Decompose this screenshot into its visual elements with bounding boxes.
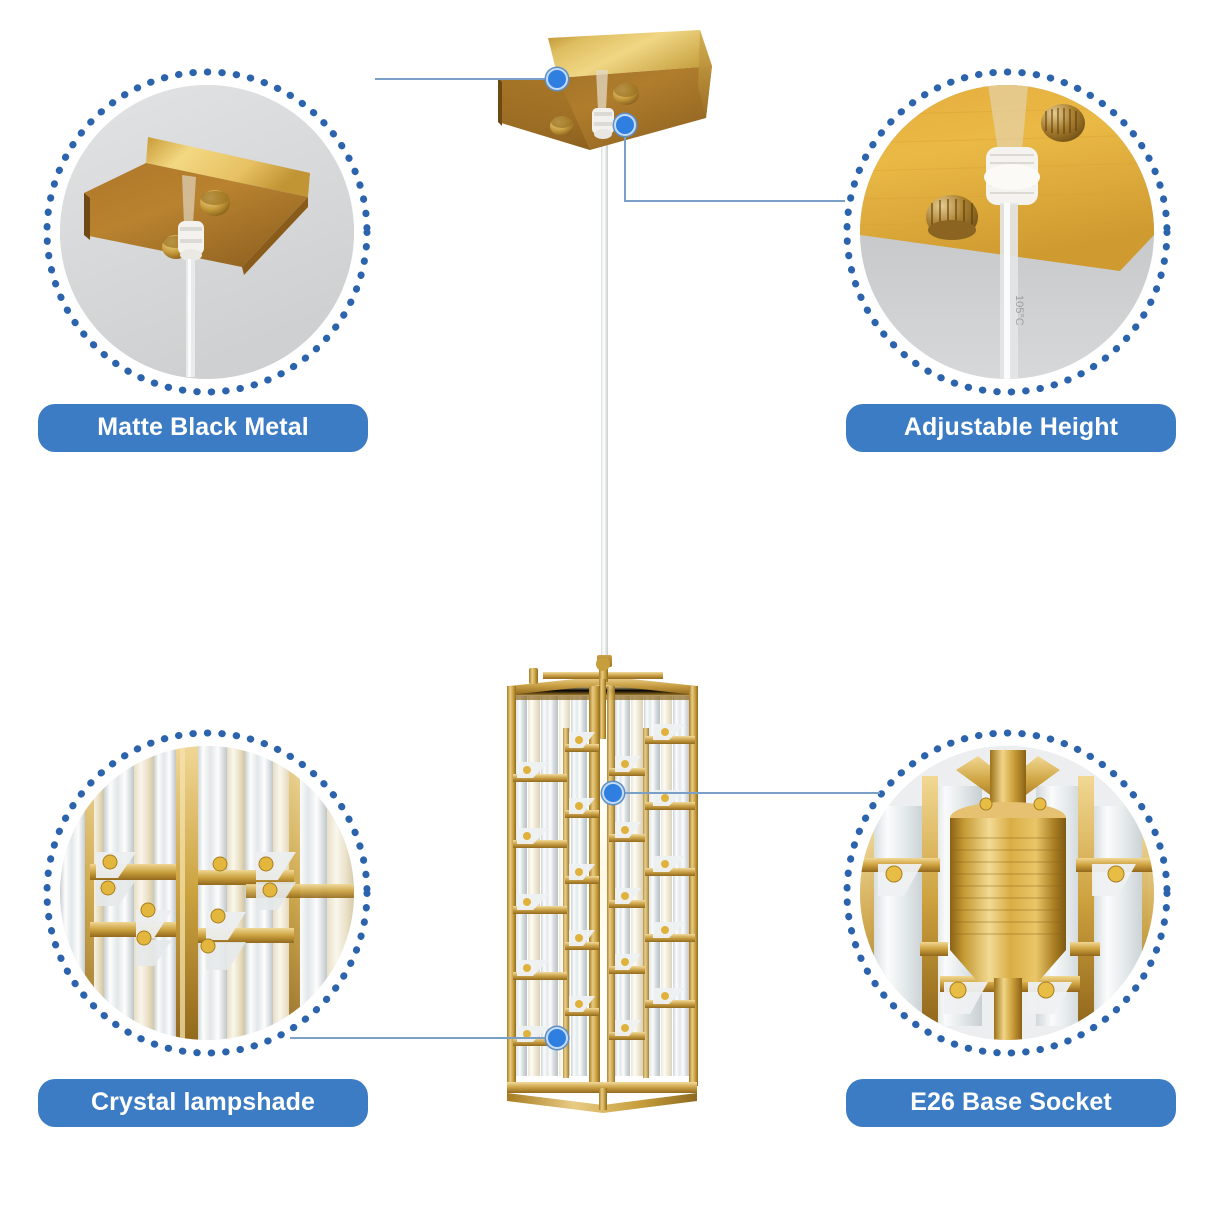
detail-photo-matte-black-metal <box>60 85 354 379</box>
detail-circle-e26-base-socket <box>839 725 1175 1061</box>
marker-dot-matte-black-metal[interactable] <box>546 68 568 90</box>
suspension-cord <box>601 143 608 663</box>
marker-dot-crystal-lampshade[interactable] <box>546 1027 568 1049</box>
crystal-shade <box>507 658 698 1113</box>
dotted-ring-crystal-lampshade <box>43 729 371 1057</box>
detail-circle-matte-black-metal <box>39 64 375 400</box>
dotted-ring-adjustable-height <box>843 68 1171 396</box>
badge-label: E26 Base Socket <box>910 1087 1112 1116</box>
marker-dot-e26-base-socket[interactable] <box>602 782 624 804</box>
badge-label: Crystal lampshade <box>90 1087 315 1116</box>
badge-e26-base-socket[interactable]: E26 Base Socket <box>846 1079 1176 1127</box>
badge-adjustable-height[interactable]: Adjustable Height <box>846 404 1176 452</box>
detail-circle-adjustable-height: 105°C <box>839 64 1175 400</box>
badge-label: Matte Black Metal <box>97 412 309 441</box>
ceiling-canopy <box>498 30 712 150</box>
badge-matte-black-metal[interactable]: Matte Black Metal <box>38 404 368 452</box>
detail-photo-adjustable-height: 105°C <box>860 85 1154 379</box>
svg-text:105°C: 105°C <box>1013 295 1025 326</box>
badge-crystal-lampshade[interactable]: Crystal lampshade <box>38 1079 368 1127</box>
dotted-ring-matte-black-metal <box>43 68 371 396</box>
badge-label: Adjustable Height <box>903 412 1119 441</box>
dotted-ring-e26-base-socket <box>843 729 1171 1057</box>
marker-dot-adjustable-height[interactable] <box>614 114 636 136</box>
detail-circle-crystal-lampshade <box>39 725 375 1061</box>
detail-photo-e26-base-socket <box>860 746 1154 1040</box>
